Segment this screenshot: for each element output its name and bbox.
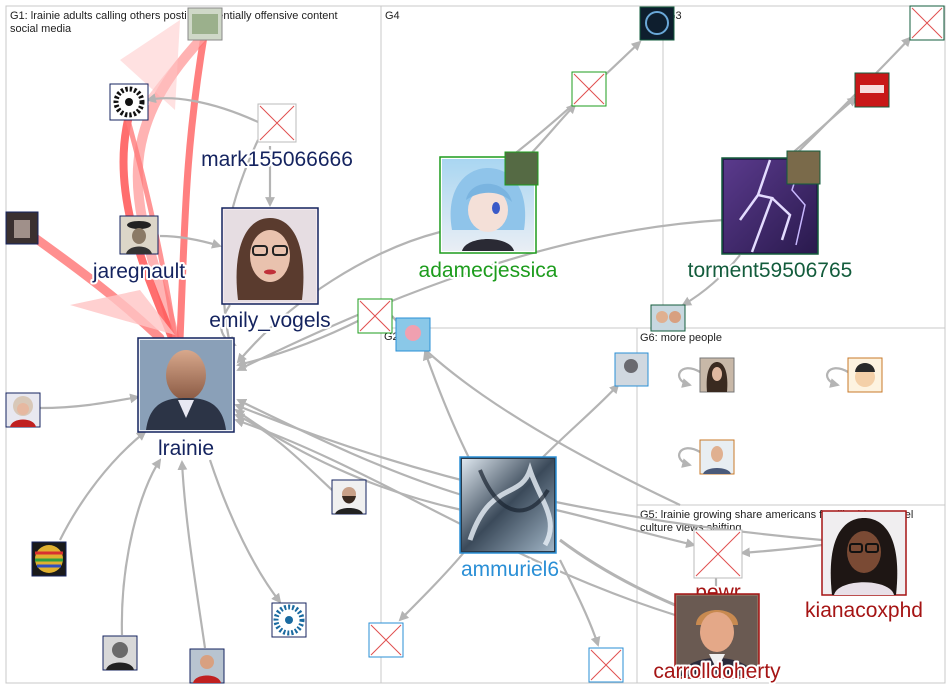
node-mark155066666[interactable]	[258, 104, 296, 142]
edge-self-lrainie-2	[180, 30, 205, 340]
edge-g6-selfloop-3	[679, 448, 700, 465]
node-g6-cartoon[interactable]	[848, 358, 882, 392]
edge-oldlady-to-lrainie	[40, 397, 138, 408]
edge-lrainie-to-bluestar	[210, 460, 280, 602]
node-g2-x-top[interactable]	[358, 299, 392, 333]
node-jaregnault-hat	[127, 221, 151, 229]
node-lrainie-face	[166, 350, 206, 400]
node-top-photo[interactable]	[188, 8, 222, 40]
node-jaregnault-label: jaregnault	[92, 260, 185, 283]
node-g4-small-frame	[505, 152, 538, 185]
node-g6-photo-blue[interactable]	[615, 353, 648, 386]
edge-ammuriel-to-g6photo	[540, 385, 618, 460]
node-carrolldoherty-label: carrolldoherty	[653, 660, 781, 683]
node-left-user-content	[14, 220, 30, 238]
node-nightmare[interactable]	[855, 73, 889, 107]
sun-logo-center	[125, 98, 133, 106]
edge-lrainie-to-rainbow	[60, 432, 145, 540]
node-carroll-face	[700, 612, 734, 652]
node-jaregnault[interactable]	[120, 216, 158, 254]
node-ammuriel6[interactable]	[460, 457, 556, 553]
node-g6-woman-face	[712, 367, 722, 381]
node-mark155066666-label: mark155066666	[201, 148, 353, 171]
edge-torment-to-g3x	[790, 38, 910, 160]
node-redshirt[interactable]	[190, 649, 224, 683]
node-emily-lips	[264, 270, 276, 275]
node-man-bw-face	[112, 642, 128, 658]
node-ammuriel6-label: ammuriel6	[461, 558, 559, 581]
node-bearded-man[interactable]	[332, 480, 366, 514]
node-g4-x[interactable]	[572, 72, 606, 106]
node-g6-man[interactable]	[700, 440, 734, 474]
node-couple[interactable]	[651, 305, 685, 331]
group-caption-g1-line1: G1: lrainie adults calling others postin…	[10, 10, 338, 22]
node-adamecjessica-label: adamecjessica	[419, 259, 558, 282]
node-top-photo-content	[192, 14, 218, 34]
node-g2-x-bottom[interactable]	[589, 648, 623, 682]
edge-ammuriel-to-g2x	[400, 545, 470, 620]
node-torment59506765-label: torment59506765	[688, 259, 853, 282]
node-g6-man-face	[711, 446, 723, 462]
node-g3-x[interactable]	[910, 6, 944, 40]
node-g6-woman[interactable]	[700, 358, 734, 392]
node-lrainie-label: lrainie	[158, 437, 214, 460]
edge-adamec-to-g3logo	[500, 42, 640, 165]
node-emily-vogels-label: emily_vogels	[209, 309, 330, 332]
node-g6-photo-blue-face	[624, 359, 638, 373]
node-pewr[interactable]	[694, 530, 742, 578]
edge-jaregnault-to-emily	[160, 236, 220, 246]
edge-carroll-to-lrainie	[236, 420, 675, 615]
group-caption-g6: G6: more people	[640, 332, 722, 344]
node-g2-x-left[interactable]	[369, 623, 403, 657]
edge-kiana-to-pewr	[742, 545, 822, 553]
edge-ammuriel-to-g2x-bottom	[560, 560, 598, 645]
node-g3-small-photo[interactable]	[787, 151, 820, 184]
node-kianacoxphd[interactable]	[822, 511, 906, 595]
strong-edges	[24, 20, 210, 340]
node-blue-star[interactable]	[272, 603, 306, 637]
node-couple-face-2	[669, 311, 681, 323]
node-redshirt-face	[200, 655, 214, 669]
node-g3-logo[interactable]	[640, 7, 674, 40]
group-caption-g4: G4	[385, 10, 400, 22]
node-left-user[interactable]	[6, 212, 38, 244]
node-sun-logo[interactable]	[110, 84, 148, 120]
node-ammuriel-bg	[462, 459, 554, 551]
node-g4-small-photo[interactable]	[505, 152, 538, 185]
node-lrainie[interactable]	[138, 338, 234, 432]
node-adamec-eye	[492, 202, 500, 214]
node-jaregnault-face	[132, 228, 146, 244]
edge-g6-selfloop-1	[679, 368, 700, 385]
nightmare-logo-icon	[860, 85, 884, 93]
node-emily-vogels[interactable]	[222, 208, 318, 304]
node-g2-tile-face	[405, 325, 421, 341]
edge-lrainie-to-redshirt	[182, 462, 205, 648]
node-g2-tile[interactable]	[396, 318, 430, 351]
node-kianacoxphd-label: kianacoxphd	[805, 599, 923, 622]
node-g3-small-frame	[787, 151, 820, 184]
node-old-lady-face	[17, 403, 29, 415]
group-caption-g1-line2: social media	[10, 23, 72, 35]
node-couple-face-1	[656, 311, 668, 323]
edge-lrainie-to-man-bw	[122, 460, 160, 635]
blue-star-center	[285, 616, 293, 624]
group-box-g6	[637, 328, 945, 505]
node-rainbow-skull[interactable]	[32, 542, 66, 576]
node-old-lady[interactable]	[6, 393, 40, 427]
edge-g6-selfloop-2	[827, 368, 848, 385]
node-man-bw[interactable]	[103, 636, 137, 670]
edge-mark-to-sun	[148, 98, 258, 122]
